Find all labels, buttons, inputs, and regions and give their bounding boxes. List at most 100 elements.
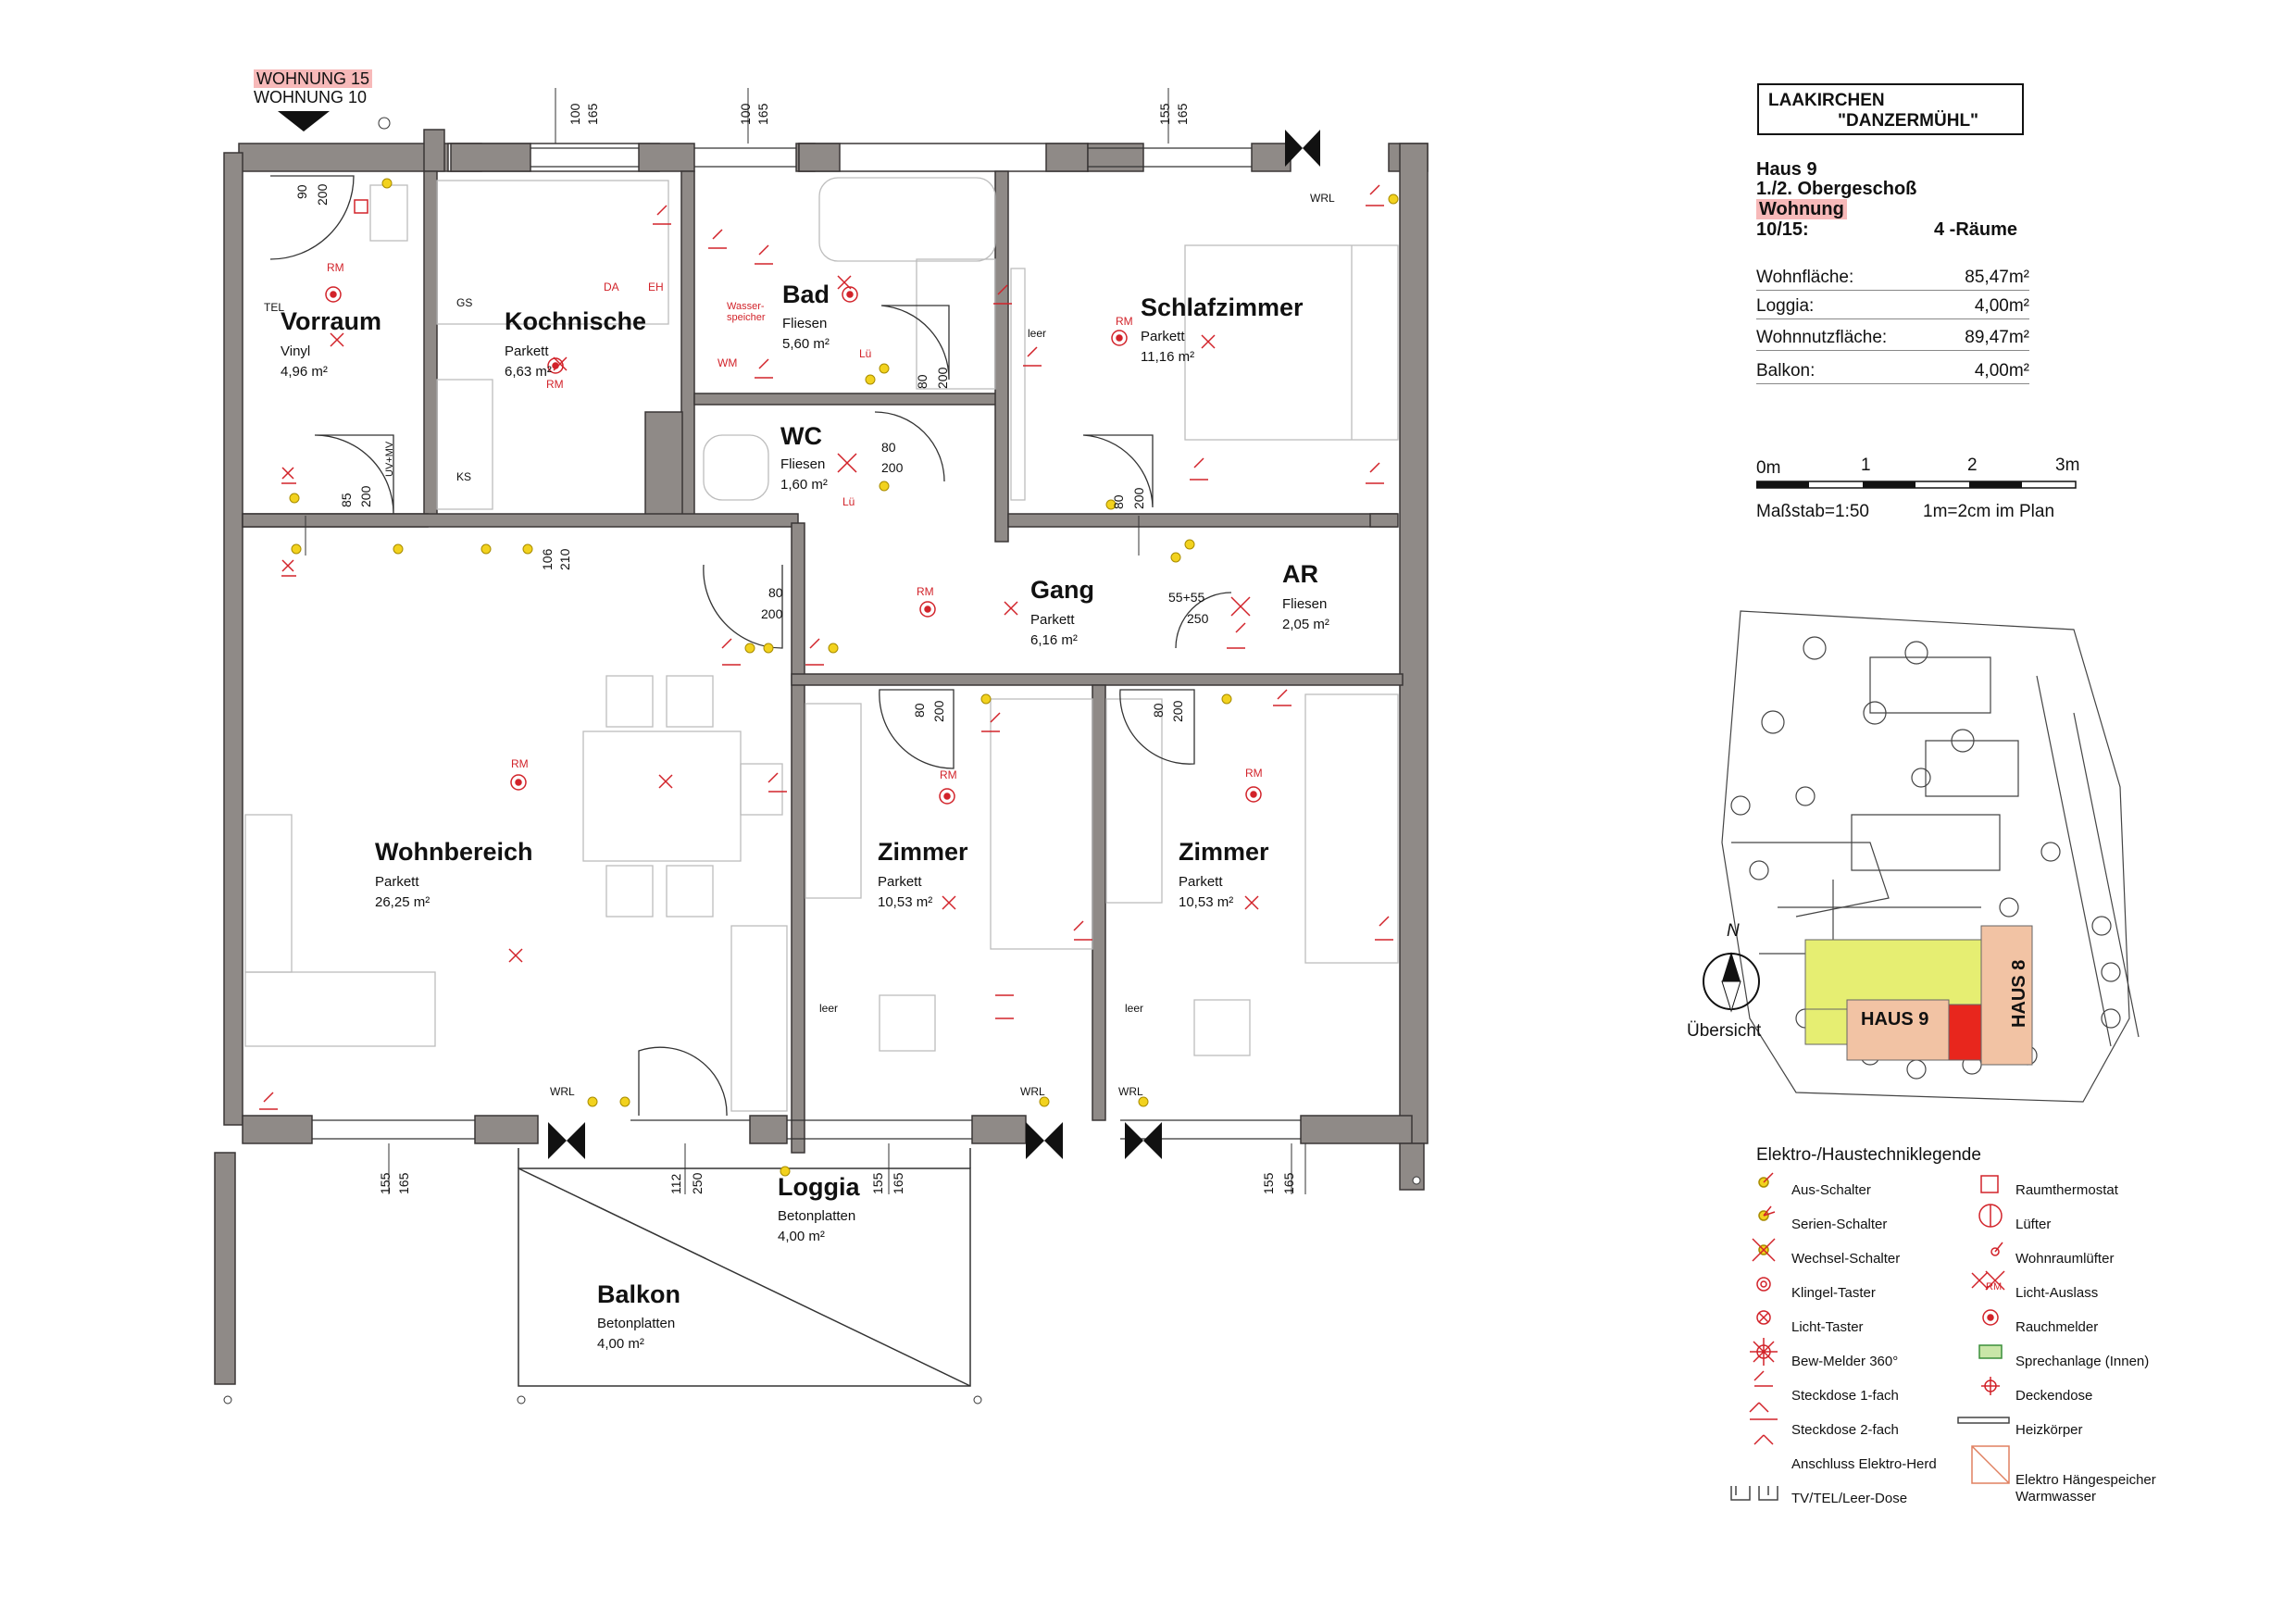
dim-top-window-1-w: 100 [568, 103, 582, 125]
wall-koch-bad [680, 170, 695, 519]
da-label: DA [604, 281, 619, 293]
dim-bottom-window-1-h: 165 [396, 1172, 411, 1194]
window-lines [312, 147, 1301, 1140]
room-floor: Betonplatten [778, 1208, 856, 1224]
unit-no: 10/15: [1756, 219, 1809, 240]
wall-right [1399, 143, 1429, 1144]
room-area: 10,53 m² [1179, 894, 1234, 910]
wasserspeicher-label: Wasser-speicher [727, 301, 766, 323]
dim-door-zimmer2-h: 200 [1170, 700, 1185, 722]
area-row: Balkon: 4,00m² [1756, 359, 2029, 384]
dim-door-ar-h: 250 [1187, 611, 1209, 626]
area-row: Wohnnutzfläche: 89,47m² [1756, 326, 2029, 351]
dim-door-schlaf-h: 200 [1131, 487, 1146, 509]
room-floor: Vinyl [281, 343, 311, 359]
wall-balkon-right [1399, 1142, 1425, 1191]
wall-bad-schlaf [994, 170, 1009, 543]
unit-highlight [1948, 1004, 1982, 1061]
ks-label: KS [456, 470, 472, 483]
legend-klingel-taster: Klingel-Taster [1791, 1285, 1876, 1301]
dim-door-schlaf-w: 80 [1111, 494, 1126, 509]
legend-title: Elektro-/Haustechniklegende [1756, 1145, 1981, 1165]
scale-tick-1: 1 [1861, 456, 1871, 475]
room-name: WC [780, 422, 822, 450]
room-area: 4,00 m² [597, 1336, 644, 1352]
room-name: Bad [782, 281, 830, 308]
wm-label: WM [718, 356, 738, 369]
lue-label: Lü [859, 347, 872, 360]
dim-top-window-3-h: 165 [1175, 103, 1190, 125]
area-row: Wohnfläche: 85,47m² [1756, 266, 2029, 291]
dim-door-zimmer1-h: 200 [931, 700, 946, 722]
dim-door-wc-w: 80 [881, 440, 896, 455]
floor-plan [214, 88, 1429, 1405]
legend-sprechanlage: Sprechanlage (Innen) [2015, 1354, 2150, 1369]
rm-label: RM [546, 378, 564, 391]
room-area: 10,53 m² [878, 894, 933, 910]
area-value: 4,00m² [1974, 361, 2029, 381]
floor-label: 1./2. Obergeschoß [1756, 179, 1917, 199]
site-map [1703, 610, 2140, 1103]
leer-label: leer [819, 1002, 839, 1015]
haus-9-area [1804, 939, 2005, 1010]
rooms-count: 4 -Räume [1934, 219, 2018, 240]
wall-top-seg-b [638, 143, 695, 172]
room-name: AR [1282, 560, 1318, 588]
haus-8-block [1980, 925, 2033, 1066]
overview-label: Übersicht [1687, 1021, 1762, 1041]
unit-marker-15: WOHNUNG 15 [254, 69, 373, 88]
dim-door-wc-h: 200 [881, 460, 904, 475]
room-floor: Parkett [505, 343, 549, 359]
unit-label-text: Wohnung [1756, 199, 1847, 219]
legend-heizkoerper: Heizkörper [2015, 1422, 2083, 1438]
wall-balkon-left [214, 1152, 236, 1385]
corner-markers [223, 117, 1421, 1405]
title-block: LAAKIRCHEN "DANZERMÜHL" [1757, 83, 2024, 135]
dim-bottom-window-2-h: 165 [891, 1172, 905, 1194]
dim-door-entry-h: 200 [315, 183, 330, 206]
uv-label: UV+MV [384, 441, 395, 477]
room-name: Zimmer [1179, 838, 1269, 866]
room-floor: Parkett [1030, 612, 1075, 628]
area-row: Loggia: 4,00m² [1756, 294, 2029, 319]
room-area: 4,00 m² [778, 1229, 825, 1244]
gs-label: GS [456, 296, 473, 309]
dim-top-window-3-w: 155 [1157, 103, 1172, 125]
sliding-door-symbols [548, 130, 1320, 1159]
dim-door-zimmer1-w: 80 [912, 703, 927, 718]
legend-icons-right [1957, 1175, 2010, 1484]
room-name: Schlafzimmer [1141, 293, 1304, 321]
legend-steckdose-1: Steckdose 1-fach [1791, 1388, 1899, 1404]
area-value: 85,47m² [1965, 268, 2029, 287]
scale-tick-0: 0m [1756, 458, 1781, 478]
room-floor: Fliesen [780, 456, 826, 472]
wall-bottom-1 [242, 1115, 313, 1144]
dim-bottom-window-3-w: 155 [1261, 1172, 1276, 1194]
wall-top-seg-f [1045, 143, 1089, 172]
legend-anschluss-herd: Anschluss Elektro-Herd [1791, 1456, 1937, 1472]
scale-bar-graphic [1756, 481, 2077, 489]
scale-tick-3: 3m [2055, 456, 2080, 475]
rm-label: RM [917, 585, 934, 598]
lue-label: Lü [842, 495, 855, 508]
wall-koch-bottom [242, 513, 799, 528]
legend-licht-auslass: Licht-Auslass [2015, 1285, 2099, 1301]
area-label: Wohnfläche: [1756, 268, 1854, 287]
wall-left [223, 152, 243, 1126]
room-area: 6,63 m² [505, 364, 552, 380]
wall-schlaf-bottom [1007, 513, 1398, 528]
dim-door-vorraum-h: 200 [358, 485, 373, 507]
legend-warmwasser: Warmwasser [2015, 1489, 2096, 1504]
legend-wohnraumluefter: Wohnraumlüfter [2015, 1251, 2115, 1267]
room-floor: Parkett [1141, 329, 1185, 344]
legend-serien-schalter: Serien-Schalter [1791, 1217, 1888, 1232]
dim-door-wohn-w: 80 [768, 585, 783, 600]
dim-door-zimmer2-w: 80 [1151, 703, 1166, 718]
wrl-label: WRL [1020, 1085, 1045, 1098]
dim-bottom-window-2-w: 155 [870, 1172, 885, 1194]
wall-bottom-3 [749, 1115, 788, 1144]
leer-label: leer [1125, 1002, 1144, 1015]
legend-rauchmelder: Rauchmelder [2015, 1319, 2099, 1335]
dim-door-bad-w: 80 [915, 374, 930, 389]
legend-bew-melder: Bew-Melder 360° [1791, 1354, 1899, 1369]
